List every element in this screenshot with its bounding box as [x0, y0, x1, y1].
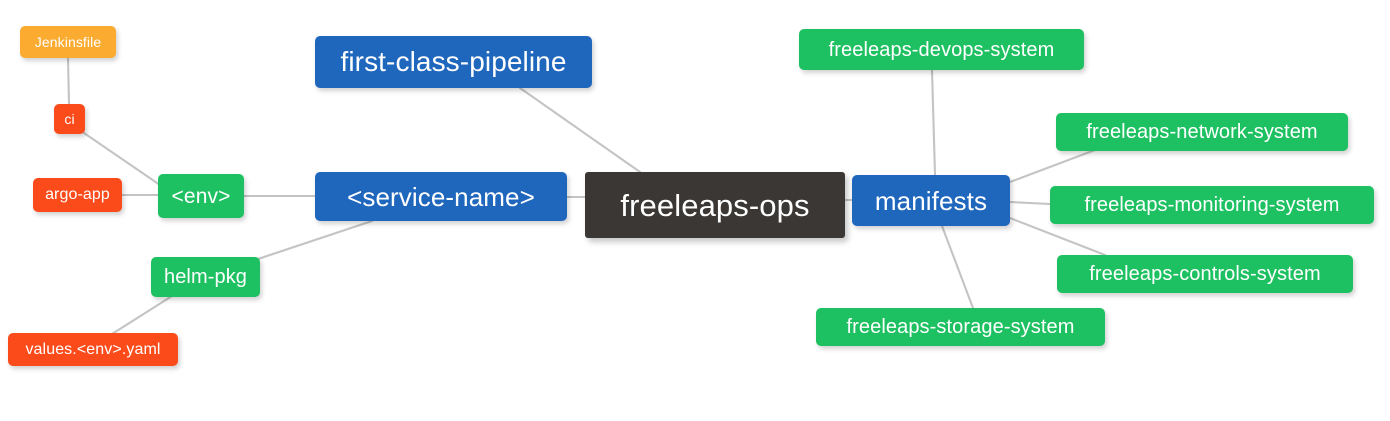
edge-jenkinsfile-ci	[66, 56, 71, 106]
node-helm-pkg[interactable]: helm-pkg	[151, 257, 260, 297]
edge-firstclasspipeline-root	[518, 86, 642, 174]
node-freeleaps-devops-system[interactable]: freeleaps-devops-system	[799, 29, 1084, 70]
node-label: <env>	[171, 184, 231, 208]
node-label: freeleaps-ops	[620, 187, 810, 223]
node-label: ci	[64, 111, 75, 127]
node-label: first-class-pipeline	[340, 46, 567, 77]
node-freeleaps-ops[interactable]: freeleaps-ops	[585, 172, 845, 238]
node-env[interactable]: <env>	[158, 174, 244, 218]
node-label: freeleaps-storage-system	[846, 316, 1075, 338]
edge-manifests-networksystem	[1008, 148, 1097, 184]
node-jenkinsfile[interactable]: Jenkinsfile	[20, 26, 116, 58]
edge-manifests-devopssystem	[930, 68, 937, 177]
node-service-name[interactable]: <service-name>	[315, 172, 567, 221]
node-label: freeleaps-devops-system	[828, 38, 1055, 61]
node-label: helm-pkg	[163, 266, 248, 288]
edge-manifests-storagesystem	[940, 224, 975, 310]
node-ci[interactable]: ci	[54, 104, 85, 134]
node-label: freeleaps-controls-system	[1089, 263, 1321, 285]
node-manifests[interactable]: manifests	[852, 175, 1010, 226]
node-argo-app[interactable]: argo-app	[33, 178, 122, 212]
edge-helmpkg-valuesyaml	[110, 294, 174, 336]
node-label: freeleaps-monitoring-system	[1084, 194, 1340, 216]
node-label: values.<env>.yaml	[25, 340, 161, 358]
node-values-yaml[interactable]: values.<env>.yaml	[8, 333, 178, 366]
edge-manifests-monitoringsystem	[1008, 200, 1052, 206]
node-label: <service-name>	[347, 181, 535, 212]
node-label: Jenkinsfile	[34, 34, 102, 50]
node-freeleaps-controls-system[interactable]: freeleaps-controls-system	[1057, 255, 1353, 293]
node-freeleaps-monitoring-system[interactable]: freeleaps-monitoring-system	[1050, 186, 1374, 224]
node-freeleaps-storage-system[interactable]: freeleaps-storage-system	[816, 308, 1105, 346]
node-label: freeleaps-network-system	[1086, 121, 1318, 143]
node-label: manifests	[874, 185, 988, 216]
node-freeleaps-network-system[interactable]: freeleaps-network-system	[1056, 113, 1348, 151]
node-first-class-pipeline[interactable]: first-class-pipeline	[315, 36, 592, 88]
node-label: argo-app	[45, 186, 110, 203]
edge-servicename-helmpkg	[250, 219, 374, 263]
